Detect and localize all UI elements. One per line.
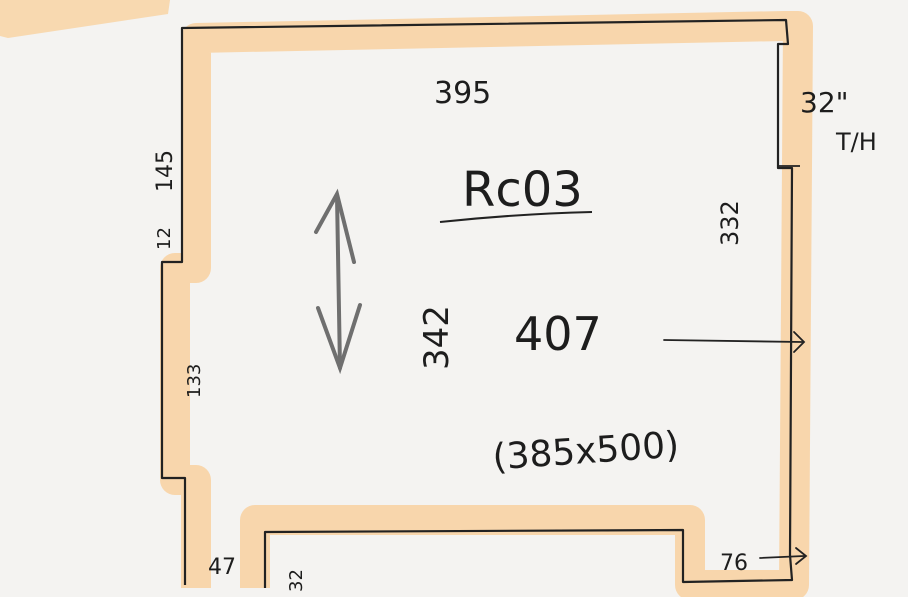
bottom-right-step-label: 76 <box>720 551 748 576</box>
bottom-right-arrow <box>759 547 808 565</box>
highlighter-scrap <box>0 0 170 38</box>
right-upper-label: 32" <box>800 86 849 119</box>
horizontal-arrow <box>663 331 806 353</box>
wall-highlight <box>160 11 813 597</box>
vertical-center-label: 342 <box>417 305 457 370</box>
top-width-label: 395 <box>434 76 491 111</box>
center-value-label: 407 <box>514 307 602 361</box>
right-note-label: T/H <box>835 128 877 156</box>
left-upper-label: 145 <box>153 150 178 192</box>
left-step-label: 12 <box>154 227 175 250</box>
label-underline <box>439 211 593 223</box>
room-label: Rc03 <box>462 162 583 218</box>
vertical-double-arrow <box>314 188 362 375</box>
right-middle-label: 332 <box>716 200 744 246</box>
wall-outline <box>160 18 794 588</box>
bottom-left-step-label: 47 <box>208 555 236 580</box>
bottom-left-drop-label: 32 <box>286 569 307 592</box>
left-lower-label: 133 <box>184 364 205 398</box>
